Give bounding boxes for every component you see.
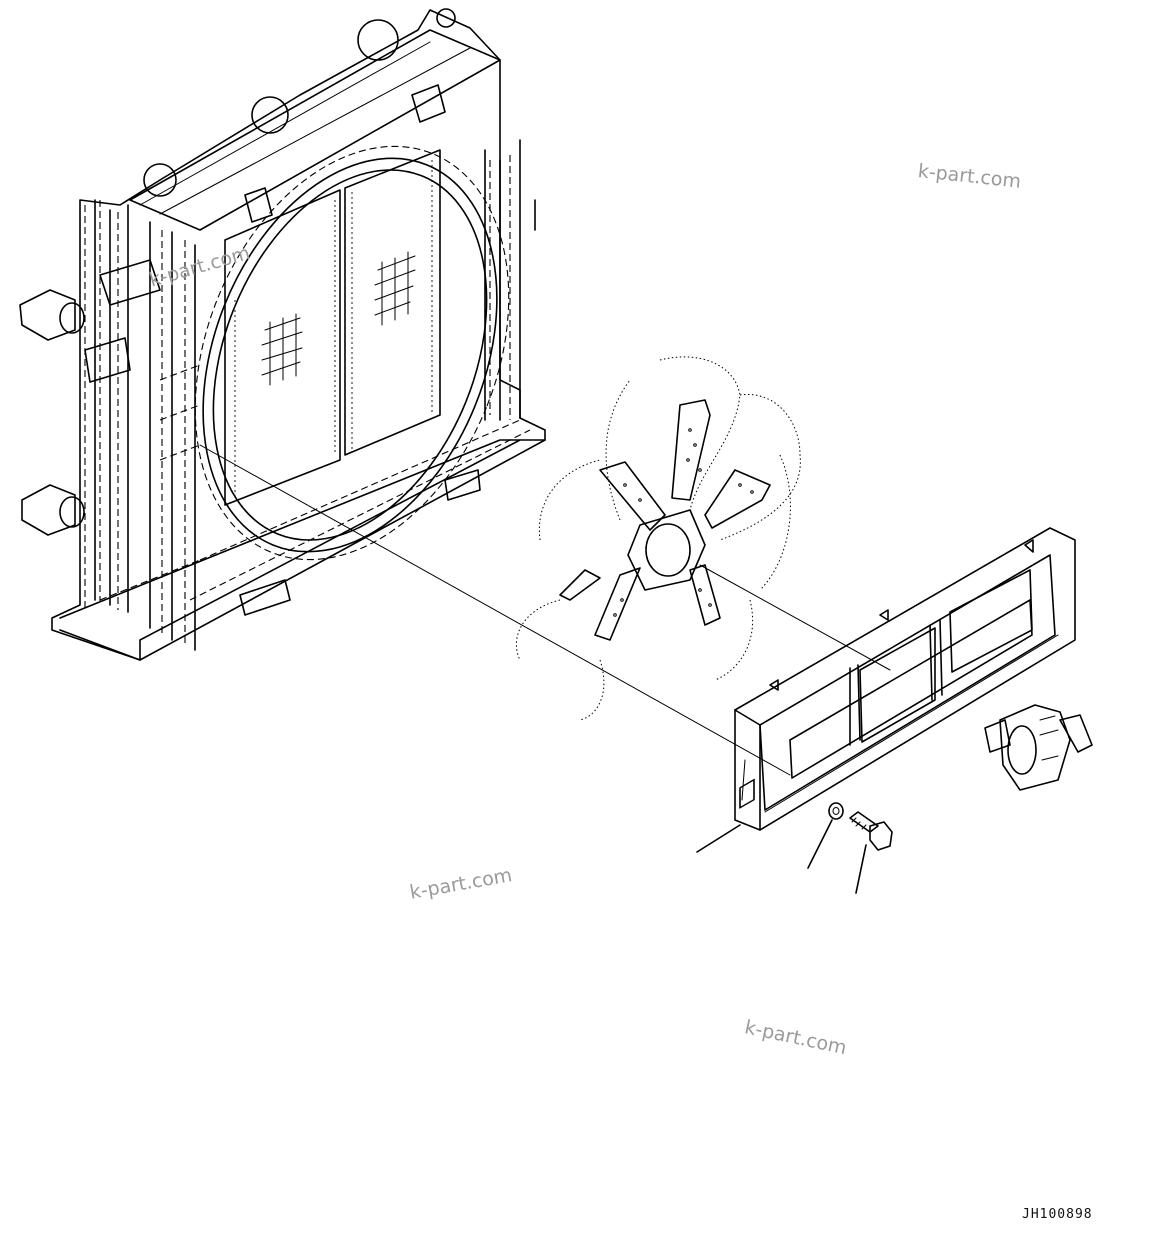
assembly-lines [199, 444, 891, 894]
leader-fan-frame [696, 824, 741, 853]
washer [828, 802, 844, 820]
bolt [849, 811, 893, 851]
leader-washer [807, 819, 833, 869]
fan-frame [734, 527, 1076, 831]
drawing-code: JH100898 [1022, 1207, 1093, 1222]
radiator-assembly [19, 8, 546, 661]
cooling-fan [515, 356, 801, 721]
fan-motor [984, 704, 1093, 791]
leader-bolt [855, 844, 867, 894]
